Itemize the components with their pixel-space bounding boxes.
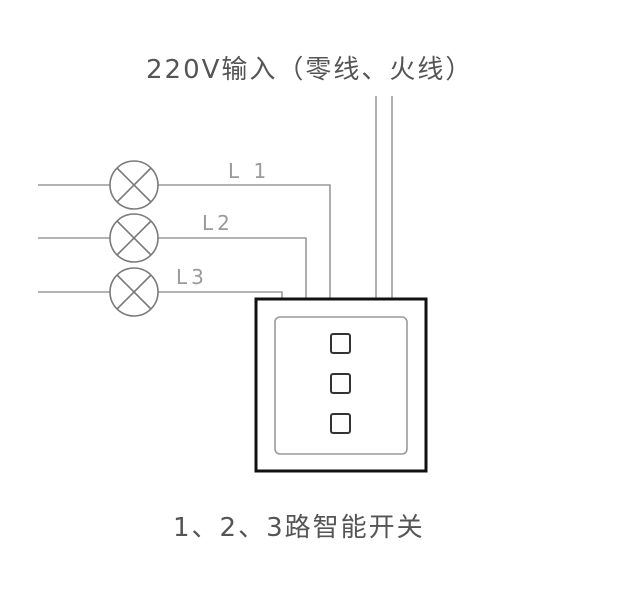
- input-title: 220V输入（零线、火线）: [146, 55, 473, 85]
- circuit-l1: L 1: [38, 159, 331, 299]
- smart-switch: [254, 297, 428, 473]
- l1-right-wire: [158, 184, 331, 299]
- l2-right-wire: [158, 237, 307, 299]
- switch-caption: 1、2、3路智能开关: [173, 513, 425, 543]
- lamp-icon: [109, 160, 159, 210]
- switch-button-1: [330, 333, 351, 354]
- switch-button-2: [330, 373, 351, 394]
- switch-button-3: [330, 413, 351, 434]
- l3-right-wire: [158, 291, 283, 299]
- line-label-l3: L3: [176, 265, 208, 289]
- lamp-icon: [109, 213, 159, 263]
- circuit-l2: L2: [38, 211, 307, 299]
- line-label-l1: L 1: [228, 159, 270, 183]
- line-label-l2: L2: [202, 211, 234, 235]
- lamp-icon: [109, 267, 159, 317]
- circuit-l3: L3: [38, 265, 283, 317]
